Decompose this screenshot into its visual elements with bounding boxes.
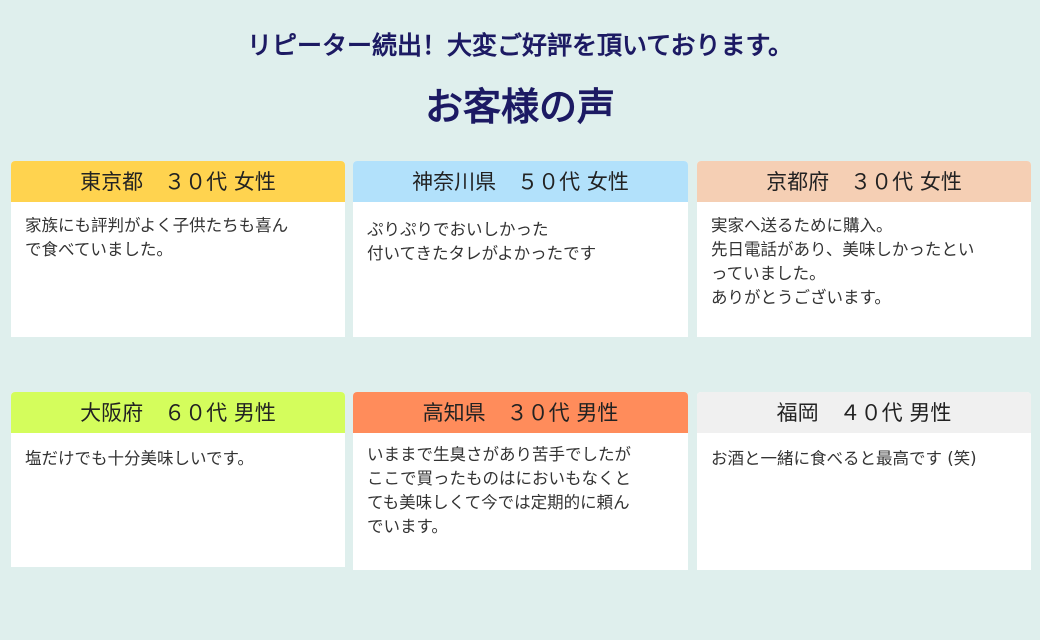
testimonial-card-kyoto: 京都府 ３０代 女性 実家へ送るために購入。 先日電話があり、美味しかったとい …: [697, 161, 1031, 337]
testimonial-card-osaka: 大阪府 ６０代 男性 塩だけでも十分美味しいです。: [11, 392, 345, 567]
testimonial-card-fukuoka: 福岡 ４０代 男性 お酒と一緒に食べると最高です (笑): [697, 392, 1031, 570]
testimonial-header: 福岡 ４０代 男性: [697, 392, 1031, 433]
testimonial-card-tokyo: 東京都 ３０代 女性 家族にも評判がよく子供たちも喜ん で食べていました。: [11, 161, 345, 337]
testimonial-header: 神奈川県 ５０代 女性: [353, 161, 688, 202]
testimonial-comment: お酒と一緒に食べると最高です (笑): [711, 449, 977, 468]
testimonial-header: 京都府 ３０代 女性: [697, 161, 1031, 202]
testimonial-header: 高知県 ３０代 男性: [353, 392, 688, 433]
subtitle: リピーター続出！大変ご好評を頂いております。: [246, 31, 793, 60]
testimonial-comment: ぷりぷりでおいしかった 付いてきたタレがよかったです: [367, 220, 597, 263]
testimonial-comment: いままで生臭さがあり苦手でしたが ここで買ったものはにおいもなくと ても美味しく…: [367, 445, 631, 536]
testimonial-header: 大阪府 ６０代 男性: [11, 392, 345, 433]
testimonial-comment: 実家へ送るために購入。 先日電話があり、美味しかったとい っていました。 ありが…: [711, 216, 975, 307]
testimonial-header: 東京都 ３０代 女性: [11, 161, 345, 202]
testimonial-card-kochi: 高知県 ３０代 男性 いままで生臭さがあり苦手でしたが ここで買ったものはにおい…: [353, 392, 688, 570]
page-title: お客様の声: [424, 84, 615, 129]
testimonial-comment: 家族にも評判がよく子供たちも喜ん で食べていました。: [25, 216, 289, 259]
testimonial-card-kanagawa: 神奈川県 ５０代 女性 ぷりぷりでおいしかった 付いてきたタレがよかったです: [353, 161, 688, 337]
testimonial-comment: 塩だけでも十分美味しいです。: [25, 449, 254, 468]
